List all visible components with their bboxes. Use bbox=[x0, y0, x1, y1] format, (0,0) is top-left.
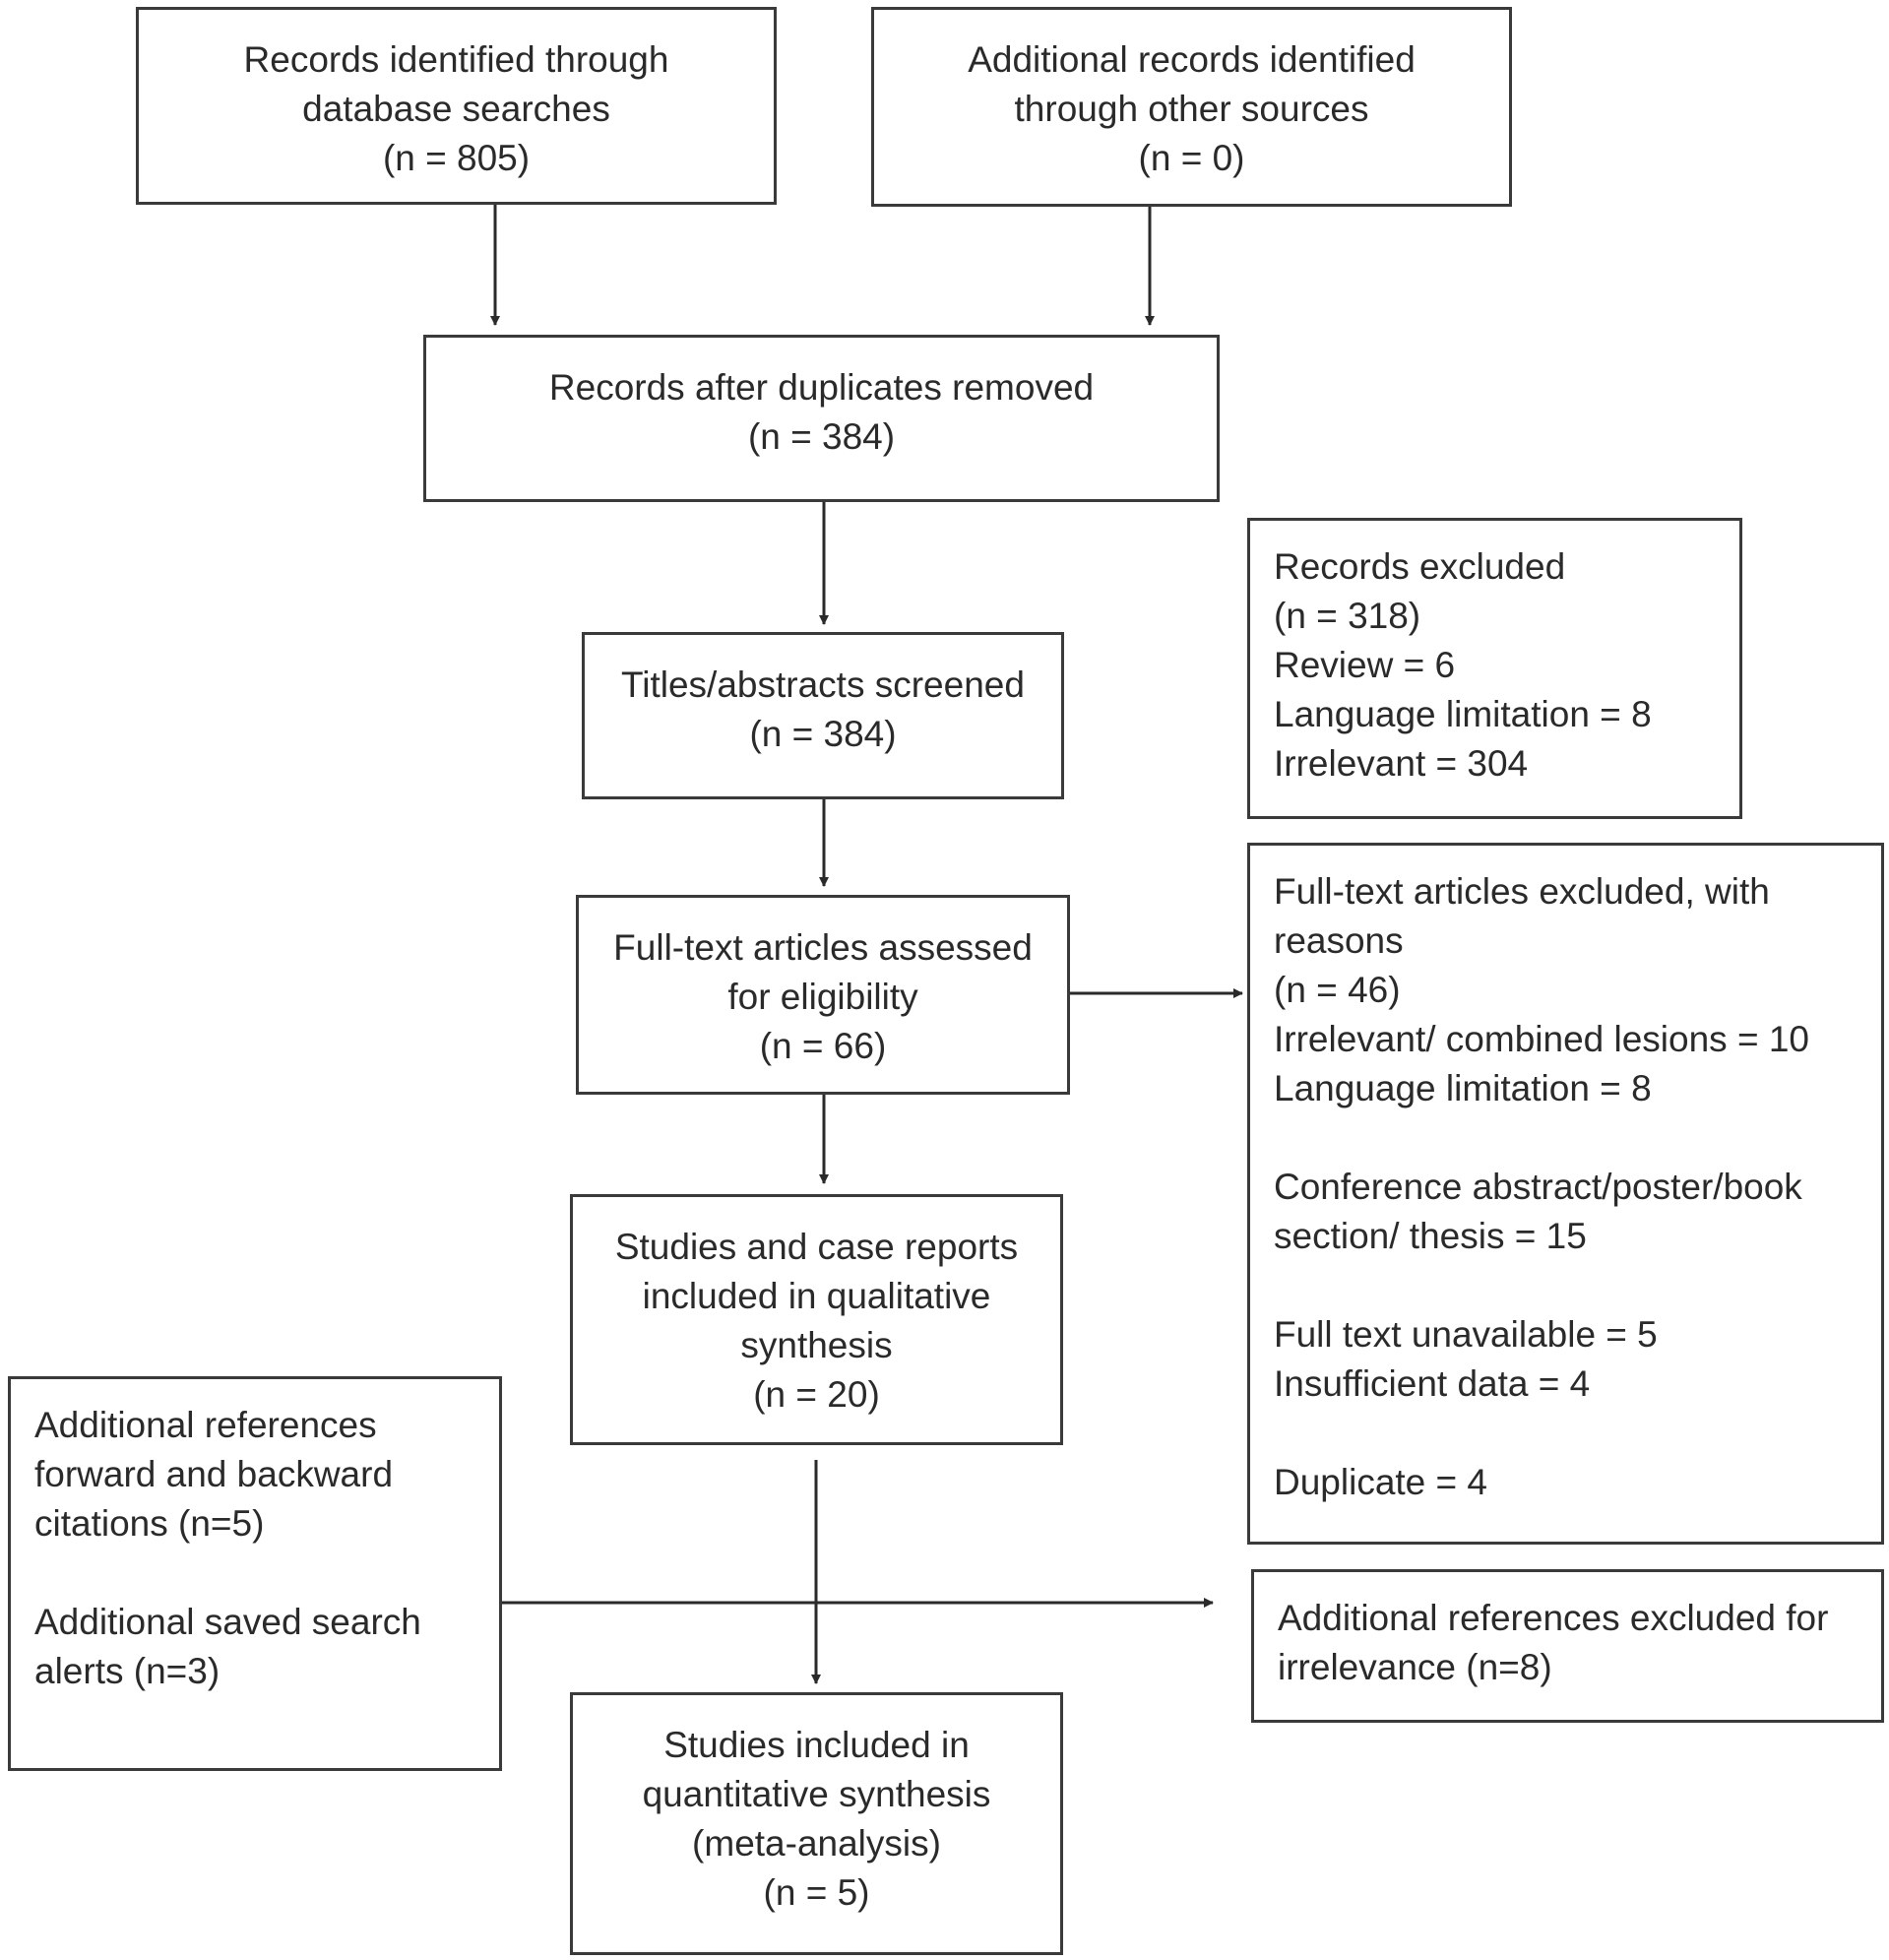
quantitative-line-2: quantitative synthesis bbox=[642, 1774, 991, 1814]
spacer bbox=[34, 1549, 479, 1598]
fulltext-excluded-insufficient: Insufficient data = 4 bbox=[1274, 1363, 1591, 1404]
database-searches-line-1: Records identified through bbox=[243, 39, 669, 80]
spacer bbox=[1274, 1113, 1861, 1163]
fulltext-assessed-line-2: for eligibility bbox=[727, 977, 918, 1017]
records-excluded-language: Language limitation = 8 bbox=[1274, 694, 1652, 734]
fulltext-assessed-line-1: Full-text articles assessed bbox=[613, 927, 1033, 968]
fulltext-excluded-conference-1: Conference abstract/poster/book bbox=[1274, 1167, 1802, 1207]
box-quantitative-synthesis: Studies included in quantitative synthes… bbox=[570, 1692, 1063, 1955]
spacer bbox=[1274, 1409, 1861, 1458]
fulltext-excluded-conference-2: section/ thesis = 15 bbox=[1274, 1216, 1587, 1256]
screened-line-1: Titles/abstracts screened bbox=[621, 664, 1025, 705]
additional-refs-line-2: forward and backward bbox=[34, 1454, 394, 1494]
records-excluded-review: Review = 6 bbox=[1274, 645, 1456, 685]
fulltext-excluded-language: Language limitation = 8 bbox=[1274, 1068, 1652, 1108]
quantitative-line-1: Studies included in bbox=[663, 1725, 970, 1765]
additional-refs-line-1: Additional references bbox=[34, 1405, 377, 1445]
screened-count: (n = 384) bbox=[749, 714, 897, 754]
qualitative-line-2: included in qualitative bbox=[642, 1276, 991, 1316]
quantitative-count: (n = 5) bbox=[763, 1872, 870, 1913]
other-sources-line-2: through other sources bbox=[1014, 89, 1369, 129]
fulltext-excluded-irrelevant: Irrelevant/ combined lesions = 10 bbox=[1274, 1019, 1809, 1059]
additional-refs-alerts-1: Additional saved search bbox=[34, 1602, 421, 1642]
box-fulltext-assessed: Full-text articles assessed for eligibil… bbox=[576, 895, 1070, 1095]
records-excluded-irrelevant: Irrelevant = 304 bbox=[1274, 743, 1529, 784]
additional-refs-citations: citations (n=5) bbox=[34, 1503, 265, 1544]
box-fulltext-excluded: Full-text articles excluded, with reason… bbox=[1247, 843, 1884, 1545]
box-duplicates-removed: Records after duplicates removed (n = 38… bbox=[423, 335, 1220, 502]
qualitative-count: (n = 20) bbox=[753, 1374, 880, 1415]
qualitative-line-1: Studies and case reports bbox=[614, 1227, 1019, 1267]
duplicates-removed-count: (n = 384) bbox=[747, 416, 896, 457]
other-sources-line-1: Additional records identified bbox=[968, 39, 1416, 80]
box-database-searches: Records identified through database sear… bbox=[136, 7, 777, 205]
refs-excluded-line-1: Additional references excluded for bbox=[1278, 1598, 1829, 1638]
fulltext-excluded-line-1: Full-text articles excluded, with bbox=[1274, 871, 1770, 912]
box-other-sources: Additional records identified through ot… bbox=[871, 7, 1512, 207]
box-additional-references: Additional references forward and backwa… bbox=[8, 1376, 502, 1771]
fulltext-excluded-duplicate: Duplicate = 4 bbox=[1274, 1462, 1487, 1502]
records-excluded-count: (n = 318) bbox=[1274, 596, 1421, 636]
fulltext-excluded-count: (n = 46) bbox=[1274, 970, 1401, 1010]
box-references-excluded: Additional references excluded for irrel… bbox=[1251, 1569, 1884, 1723]
refs-excluded-line-2: irrelevance (n=8) bbox=[1278, 1647, 1552, 1687]
box-records-excluded: Records excluded (n = 318) Review = 6 La… bbox=[1247, 518, 1742, 819]
database-searches-count: (n = 805) bbox=[382, 138, 531, 178]
fulltext-excluded-unavailable: Full text unavailable = 5 bbox=[1274, 1314, 1658, 1355]
qualitative-line-3: synthesis bbox=[740, 1325, 893, 1365]
fulltext-excluded-line-2: reasons bbox=[1274, 920, 1404, 961]
box-qualitative-synthesis: Studies and case reports included in qua… bbox=[570, 1194, 1063, 1445]
database-searches-line-2: database searches bbox=[302, 89, 610, 129]
other-sources-count: (n = 0) bbox=[1138, 138, 1245, 178]
duplicates-removed-line-1: Records after duplicates removed bbox=[548, 367, 1095, 408]
quantitative-line-3: (meta-analysis) bbox=[692, 1823, 941, 1864]
box-screened: Titles/abstracts screened (n = 384) bbox=[582, 632, 1064, 799]
fulltext-assessed-count: (n = 66) bbox=[759, 1026, 887, 1066]
records-excluded-line-1: Records excluded bbox=[1274, 546, 1566, 587]
additional-refs-alerts-2: alerts (n=3) bbox=[34, 1651, 220, 1691]
spacer bbox=[1274, 1261, 1861, 1310]
